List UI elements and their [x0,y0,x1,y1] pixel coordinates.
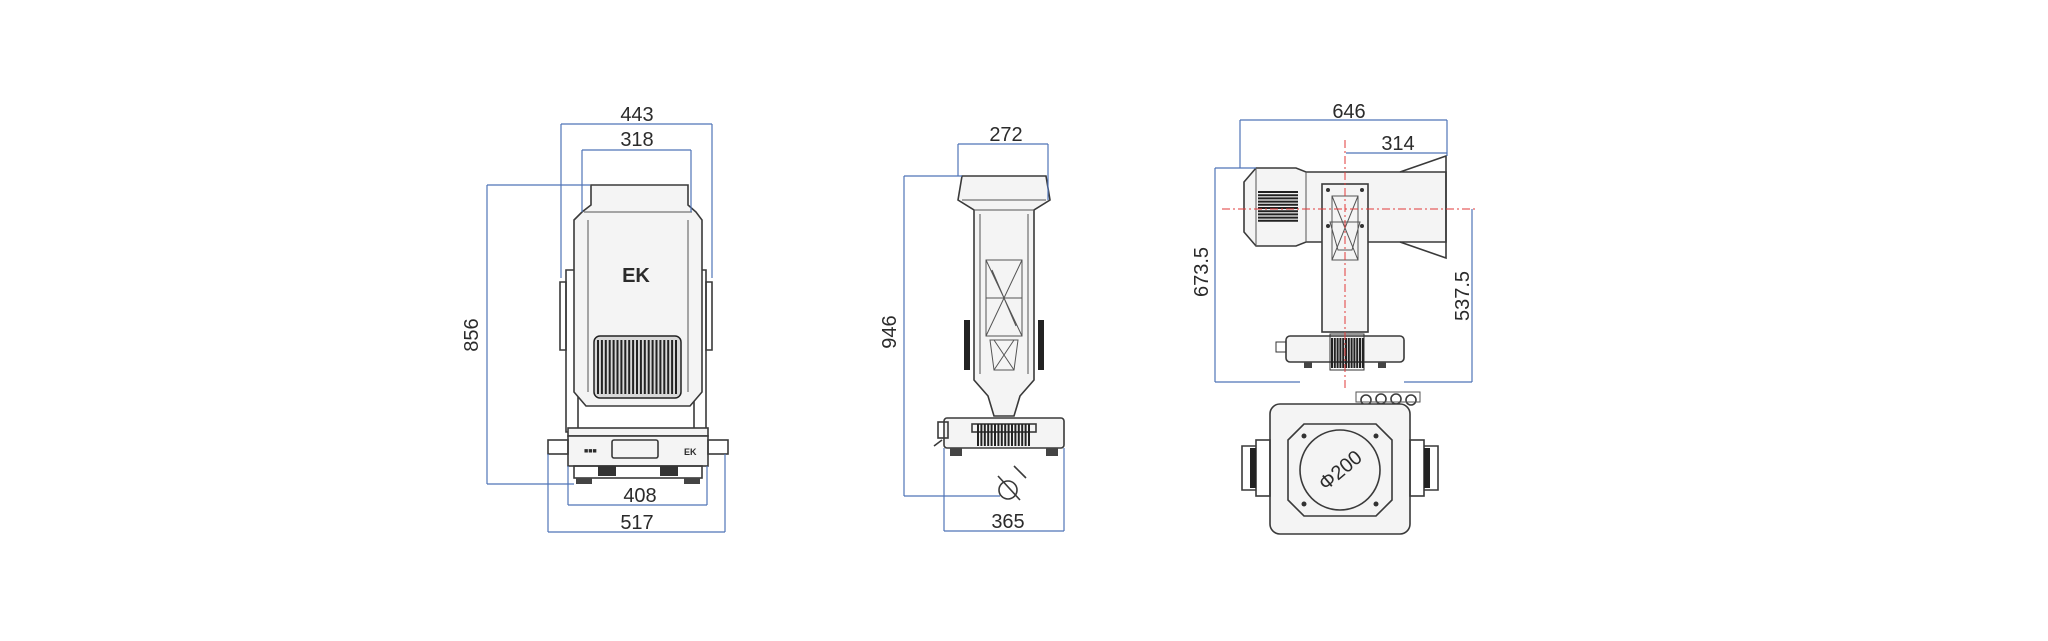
dim-side-height: 946 [879,315,901,348]
bottom-view: Φ200 [1241,391,1439,535]
dim-front-head-width: 318 [620,129,653,151]
top-fan-grill [1258,191,1298,222]
dim-front-base-width: 408 [623,485,656,507]
dim-front-handle-width: 517 [620,512,653,534]
top-base-fan-grill [1331,338,1364,368]
side-view: 272 946 365 [879,124,1065,533]
dim-side-base-width: 365 [991,511,1024,533]
svg-text:■■■: ■■■ [584,448,597,455]
front-fan-grill [597,340,677,394]
dim-top-offset: 314 [1381,133,1414,155]
side-fan-grill [977,424,1030,446]
dim-top-total-length: 646 [1332,101,1365,123]
dim-top-head-height: 673.5 [1191,247,1213,297]
dim-top-pivot-height: 537.5 [1452,271,1474,321]
dim-side-head-width: 272 [989,124,1022,146]
brand-logo: EK [622,265,650,287]
top-view: 646 314 673.5 537.5 [1191,101,1476,390]
dim-front-height: 856 [461,318,483,351]
front-view: EK ■■■ EK 443 318 856 408 [461,104,729,534]
brand-logo-small: EK [684,447,697,457]
dim-front-total-width: 443 [620,104,653,126]
